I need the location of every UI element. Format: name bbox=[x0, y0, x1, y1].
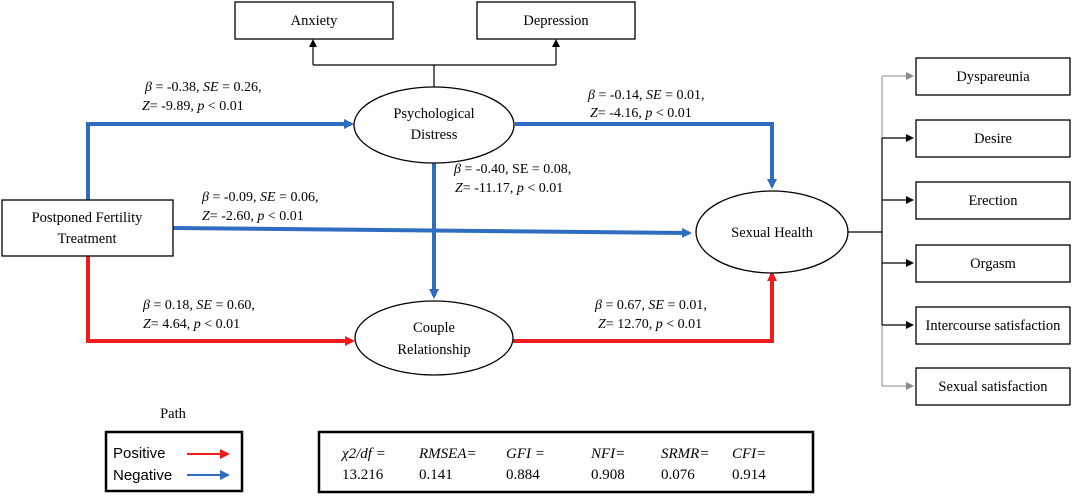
fit-indices-box bbox=[317, 430, 815, 494]
path-pft-to-psychological-distress bbox=[86, 119, 354, 200]
anxiety-box bbox=[234, 1, 394, 40]
coef-pft-sh-line2: Z= -2.60, p < 0.01 bbox=[202, 209, 304, 224]
outcome-box-sexual-satisfaction bbox=[915, 367, 1071, 406]
fit-value-rmsea: 0.141 bbox=[419, 467, 453, 483]
fit-value-nfi: 0.908 bbox=[591, 467, 625, 483]
legend-box bbox=[104, 430, 244, 493]
path-pft-to-couple-relationship bbox=[86, 256, 355, 346]
depression-label: Depression bbox=[523, 13, 589, 29]
fit-value-cfi: 0.914 bbox=[732, 467, 766, 483]
outcome-label-erection: Erection bbox=[968, 193, 1018, 209]
legend-title: Path bbox=[160, 406, 187, 422]
psychological-distress-label-1: Psychological bbox=[393, 106, 474, 122]
coef-pft-couple-line2: Z= 4.64, p < 0.01 bbox=[143, 317, 240, 332]
coef-psych-couple-line2: Z= -11.17, p < 0.01 bbox=[455, 181, 563, 196]
sexual-health-label: Sexual Health bbox=[731, 225, 813, 241]
couple-relationship-node bbox=[354, 300, 514, 376]
postponed-fertility-treatment-box bbox=[1, 199, 174, 257]
coef-couple-sh-line2: Z= 12.70, p < 0.01 bbox=[598, 317, 702, 332]
coef-pft-couple-line1: β = 0.18, SE = 0.60, bbox=[142, 298, 255, 313]
outcome-label-dyspareunia: Dyspareunia bbox=[956, 69, 1030, 85]
fit-label-cfi: CFI= bbox=[732, 446, 766, 462]
coef-pft-sh-line1: β = -0.09, SE = 0.06, bbox=[201, 190, 319, 205]
coef-pft-psych-line2: Z= -9.89, p < 0.01 bbox=[142, 99, 244, 114]
fit-label-gfi: GFI = bbox=[506, 446, 545, 462]
legend-negative-label: Negative bbox=[113, 467, 172, 484]
psychological-distress-node bbox=[353, 86, 515, 164]
outcome-label-intercourse-satisfaction: Intercourse satisfaction bbox=[926, 318, 1062, 334]
coef-psych-couple-line1: β = -0.40, SE = 0.08, bbox=[453, 162, 571, 177]
coef-pft-psych-line1: β = -0.38, SE = 0.26, bbox=[144, 80, 262, 95]
outcome-box-intercourse-satisfaction bbox=[915, 306, 1071, 345]
fit-value-srmr: 0.076 bbox=[661, 467, 695, 483]
psychological-distress-label-2: Distress bbox=[411, 127, 458, 143]
outcome-label-orgasm: Orgasm bbox=[970, 256, 1016, 272]
fit-label-srmr: SRMR= bbox=[661, 446, 709, 462]
outcome-box-orgasm bbox=[915, 244, 1071, 283]
path-pft-to-sexual-health bbox=[172, 226, 692, 238]
legend-positive-label: Positive bbox=[113, 445, 166, 462]
path-couple-relationship-to-sexual-health bbox=[513, 271, 777, 343]
outcome-box-dyspareunia bbox=[915, 57, 1071, 96]
fit-label-nfi: NFI= bbox=[590, 446, 625, 462]
coef-couple-sh-line1: β = 0.67, SE = 0.01, bbox=[594, 298, 707, 313]
fit-value-gfi: 0.884 bbox=[506, 467, 540, 483]
couple-relationship-label-1: Couple bbox=[413, 320, 455, 336]
outcome-box-erection bbox=[915, 181, 1071, 220]
fit-label-chi2df: χ2/df = bbox=[340, 446, 386, 462]
outcome-label-desire: Desire bbox=[974, 131, 1012, 147]
fit-label-rmsea: RMSEA= bbox=[418, 446, 477, 462]
coef-psych-sh-line2: Z= -4.16, p < 0.01 bbox=[590, 106, 692, 121]
postponed-fertility-treatment-label-1: Postponed Fertility bbox=[32, 210, 144, 226]
fit-value-chi2df: 13.216 bbox=[342, 467, 384, 483]
indicator-connector bbox=[313, 64, 556, 87]
outcome-bracket bbox=[848, 138, 883, 325]
outcome-box-desire bbox=[915, 119, 1071, 158]
couple-relationship-label-2: Relationship bbox=[397, 342, 470, 358]
coef-psych-sh-line1: β = -0.14, SE = 0.01, bbox=[587, 88, 705, 103]
postponed-fertility-treatment-label-2: Treatment bbox=[57, 231, 116, 247]
outcome-label-sexual-satisfaction: Sexual satisfaction bbox=[938, 379, 1048, 395]
path-psychological-distress-to-sexual-health bbox=[515, 122, 777, 189]
anxiety-label: Anxiety bbox=[291, 13, 338, 29]
sexual-health-node bbox=[695, 190, 849, 274]
depression-box bbox=[476, 1, 636, 40]
